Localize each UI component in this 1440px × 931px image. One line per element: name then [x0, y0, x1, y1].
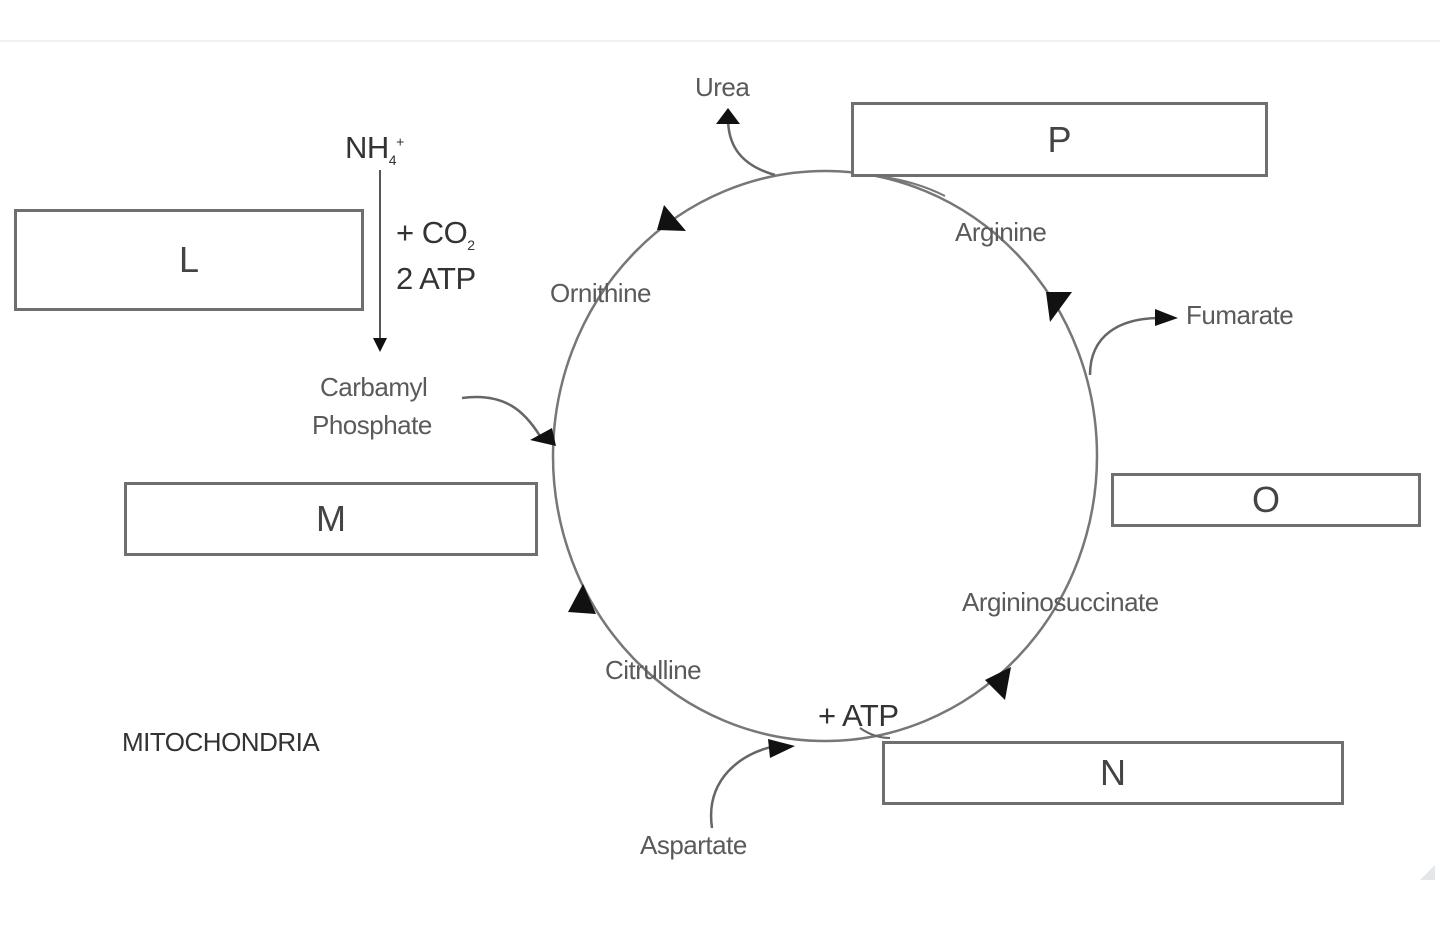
co2-label: + CO2: [396, 215, 475, 253]
mitochondria-label: MITOCHONDRIA: [122, 727, 320, 757]
arginine-label: Arginine: [955, 217, 1047, 247]
answer-box-m-label: M: [316, 498, 346, 539]
fumarate-label: Fumarate: [1186, 300, 1294, 330]
top-divider: [0, 40, 1440, 42]
citrulline-label: Citrulline: [605, 655, 702, 685]
answer-box-p-label: P: [1047, 118, 1072, 160]
ammonium-superscript: +: [396, 133, 404, 150]
answer-box-m[interactable]: M: [124, 482, 538, 556]
answer-box-n[interactable]: N: [882, 741, 1344, 805]
aspartate-branch: [709, 743, 781, 829]
ammonium-arrowhead: [373, 338, 387, 352]
answer-box-l-label: L: [178, 239, 200, 280]
atp-branch: [859, 727, 891, 739]
cycle-arrowhead-arginine: [1046, 292, 1072, 322]
fumarate-arrowhead: [1155, 309, 1178, 326]
urea-arrowhead: [716, 108, 740, 124]
phosphate-label: Phosphate: [312, 410, 432, 440]
urea-branch: [726, 117, 776, 177]
carbamyl-label: Carbamyl: [320, 372, 428, 402]
ammonium-base: NH: [345, 130, 389, 165]
ornithine-label: Ornithine: [550, 278, 652, 308]
argininosuccinate-label: Argininosuccinate: [962, 587, 1159, 617]
urea-label: Urea: [695, 72, 750, 102]
answer-box-o[interactable]: O: [1111, 473, 1421, 527]
resize-grip-icon[interactable]: [1418, 863, 1436, 881]
aspartate-arrowhead: [768, 739, 795, 758]
co2-subscript: 2: [467, 237, 475, 254]
two-atp-label: 2 ATP: [396, 261, 476, 296]
answer-box-n-label: N: [1100, 752, 1126, 793]
cycle-circle: [551, 169, 1099, 743]
arginine-connector: [877, 175, 946, 197]
cycle-arrowhead-argininosuccinate: [985, 667, 1011, 700]
answer-box-p[interactable]: P: [851, 102, 1268, 177]
cycle-arrowhead-ornithine: [657, 205, 686, 231]
aspartate-label: Aspartate: [640, 830, 747, 860]
ammonium-label: NH4 +: [345, 130, 404, 168]
answer-box-l[interactable]: L: [14, 209, 364, 311]
plus-atp-label: + ATP: [818, 698, 899, 733]
answer-box-o-label: O: [1251, 479, 1280, 520]
cycle-arrowhead-citrulline: [568, 584, 596, 614]
carbamyl-branch: [461, 395, 542, 437]
carbamyl-arrowhead: [530, 428, 556, 446]
co2-prefix: + CO: [396, 215, 468, 250]
ammonium-subscript: 4: [388, 152, 397, 169]
fumarate-branch: [1088, 316, 1161, 376]
